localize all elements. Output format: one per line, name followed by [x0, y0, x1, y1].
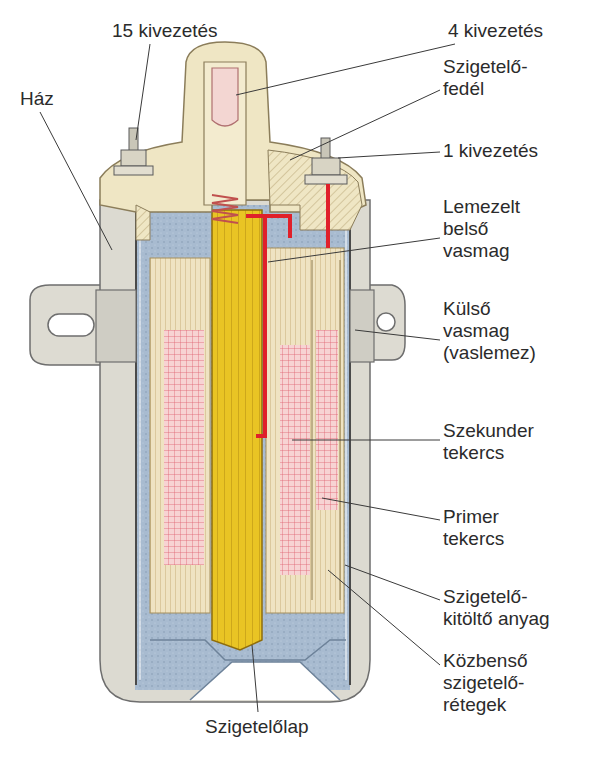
part-label: 1 kivezetés — [443, 140, 593, 162]
part-label: Közbenső szigetelő- rétegek — [443, 650, 543, 716]
part-label: Szigetelő- fedél — [443, 56, 543, 100]
part-label: 4 kivezetés — [448, 20, 596, 42]
part-label: Lemezelt belső vasmag — [443, 196, 533, 262]
part-label: Szigetelő- kitöltő anyag — [443, 586, 578, 630]
part-label: 15 kivezetés — [112, 20, 272, 42]
part-label: Szekunder tekercs — [443, 420, 548, 464]
part-label: Szigetelőlap — [205, 716, 345, 738]
part-label: Primer tekercs — [443, 506, 543, 550]
part-label: Külső vasmag (vaslemez) — [443, 298, 543, 364]
part-label: Ház — [20, 88, 80, 110]
leader-lines — [40, 44, 455, 712]
